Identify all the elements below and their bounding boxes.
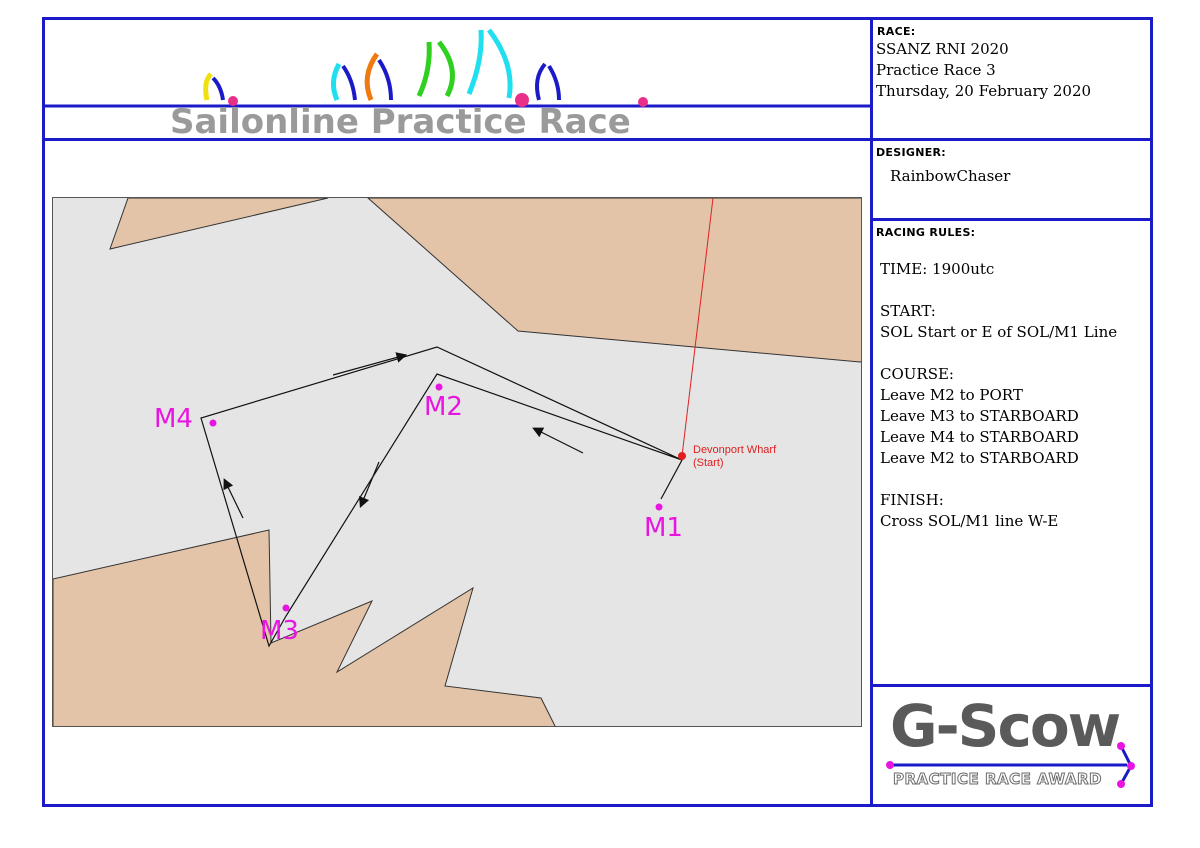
banner-sails-graphic [45, 28, 870, 108]
rules-finish-heading: FINISH: [880, 491, 944, 509]
land-northwest [109, 198, 329, 250]
banner-title: Sailonline Practice Race [170, 102, 631, 142]
course-map-graphic: Devonport Wharf (Start) M1 M2 M3 M4 [53, 198, 861, 726]
start-point [678, 452, 686, 460]
race-info: SSANZ RNI 2020 Practice Race 3 Thursday,… [876, 39, 1091, 102]
rules-course-item: Leave M4 to STARBOARD [880, 428, 1079, 446]
column-divider [870, 17, 873, 807]
race-date: Thursday, 20 February 2020 [876, 82, 1092, 100]
race-name: Practice Race 3 [876, 61, 996, 79]
designer-name: RainbowChaser [890, 167, 1011, 185]
start-label: Devonport Wharf [693, 444, 777, 456]
rules-course-heading: COURSE: [880, 365, 954, 383]
rules-finish-text: Cross SOL/M1 line W-E [880, 512, 1059, 530]
mark-m1-label: M1 [644, 513, 683, 543]
mark-m2-label: M2 [424, 392, 463, 422]
mark-m4 [209, 419, 217, 427]
course-arrow [359, 461, 380, 508]
rules-start-text: SOL Start or E of SOL/M1 Line [880, 323, 1118, 341]
start-line [681, 198, 714, 457]
rules-divider [870, 684, 1153, 687]
mark-m4-label: M4 [154, 404, 193, 434]
gscow-logo: G-Scow PRACTICE RACE AWARD [885, 692, 1140, 796]
logo-subtitle: PRACTICE RACE AWARD [892, 770, 1103, 789]
designer-label: DESIGNER: [876, 146, 946, 159]
mark-m1 [655, 503, 663, 511]
race-label: RACE: [877, 25, 916, 38]
header-divider [42, 138, 1153, 141]
mark-m3 [282, 604, 290, 612]
course-arrow [532, 427, 584, 454]
rules-label: RACING RULES: [876, 226, 976, 239]
rules-course-item: Leave M2 to STARBOARD [880, 449, 1079, 467]
rules-time: TIME: 1900utc [880, 260, 995, 278]
start-label: (Start) [693, 457, 724, 469]
course-track [200, 346, 683, 648]
course-arrow [332, 352, 408, 376]
logo-course-graphic [886, 742, 1135, 788]
race-series: SSANZ RNI 2020 [876, 40, 1009, 58]
banner [45, 20, 870, 138]
rules-course-item: Leave M2 to PORT [880, 386, 1023, 404]
mark-m3-label: M3 [260, 616, 299, 646]
course-map: Devonport Wharf (Start) M1 M2 M3 M4 [52, 197, 862, 727]
mark-m2 [435, 383, 443, 391]
land-northeast [367, 198, 861, 363]
logo-title: G-Scow [890, 692, 1121, 760]
rules-course-item: Leave M3 to STARBOARD [880, 407, 1079, 425]
course-arrow [223, 478, 244, 519]
designer-divider [870, 218, 1153, 221]
rules-text: TIME: 1900utc START: SOL Start or E of S… [880, 259, 1117, 532]
land-south [53, 529, 556, 726]
page-frame [42, 17, 1153, 807]
rules-start-heading: START: [880, 302, 936, 320]
